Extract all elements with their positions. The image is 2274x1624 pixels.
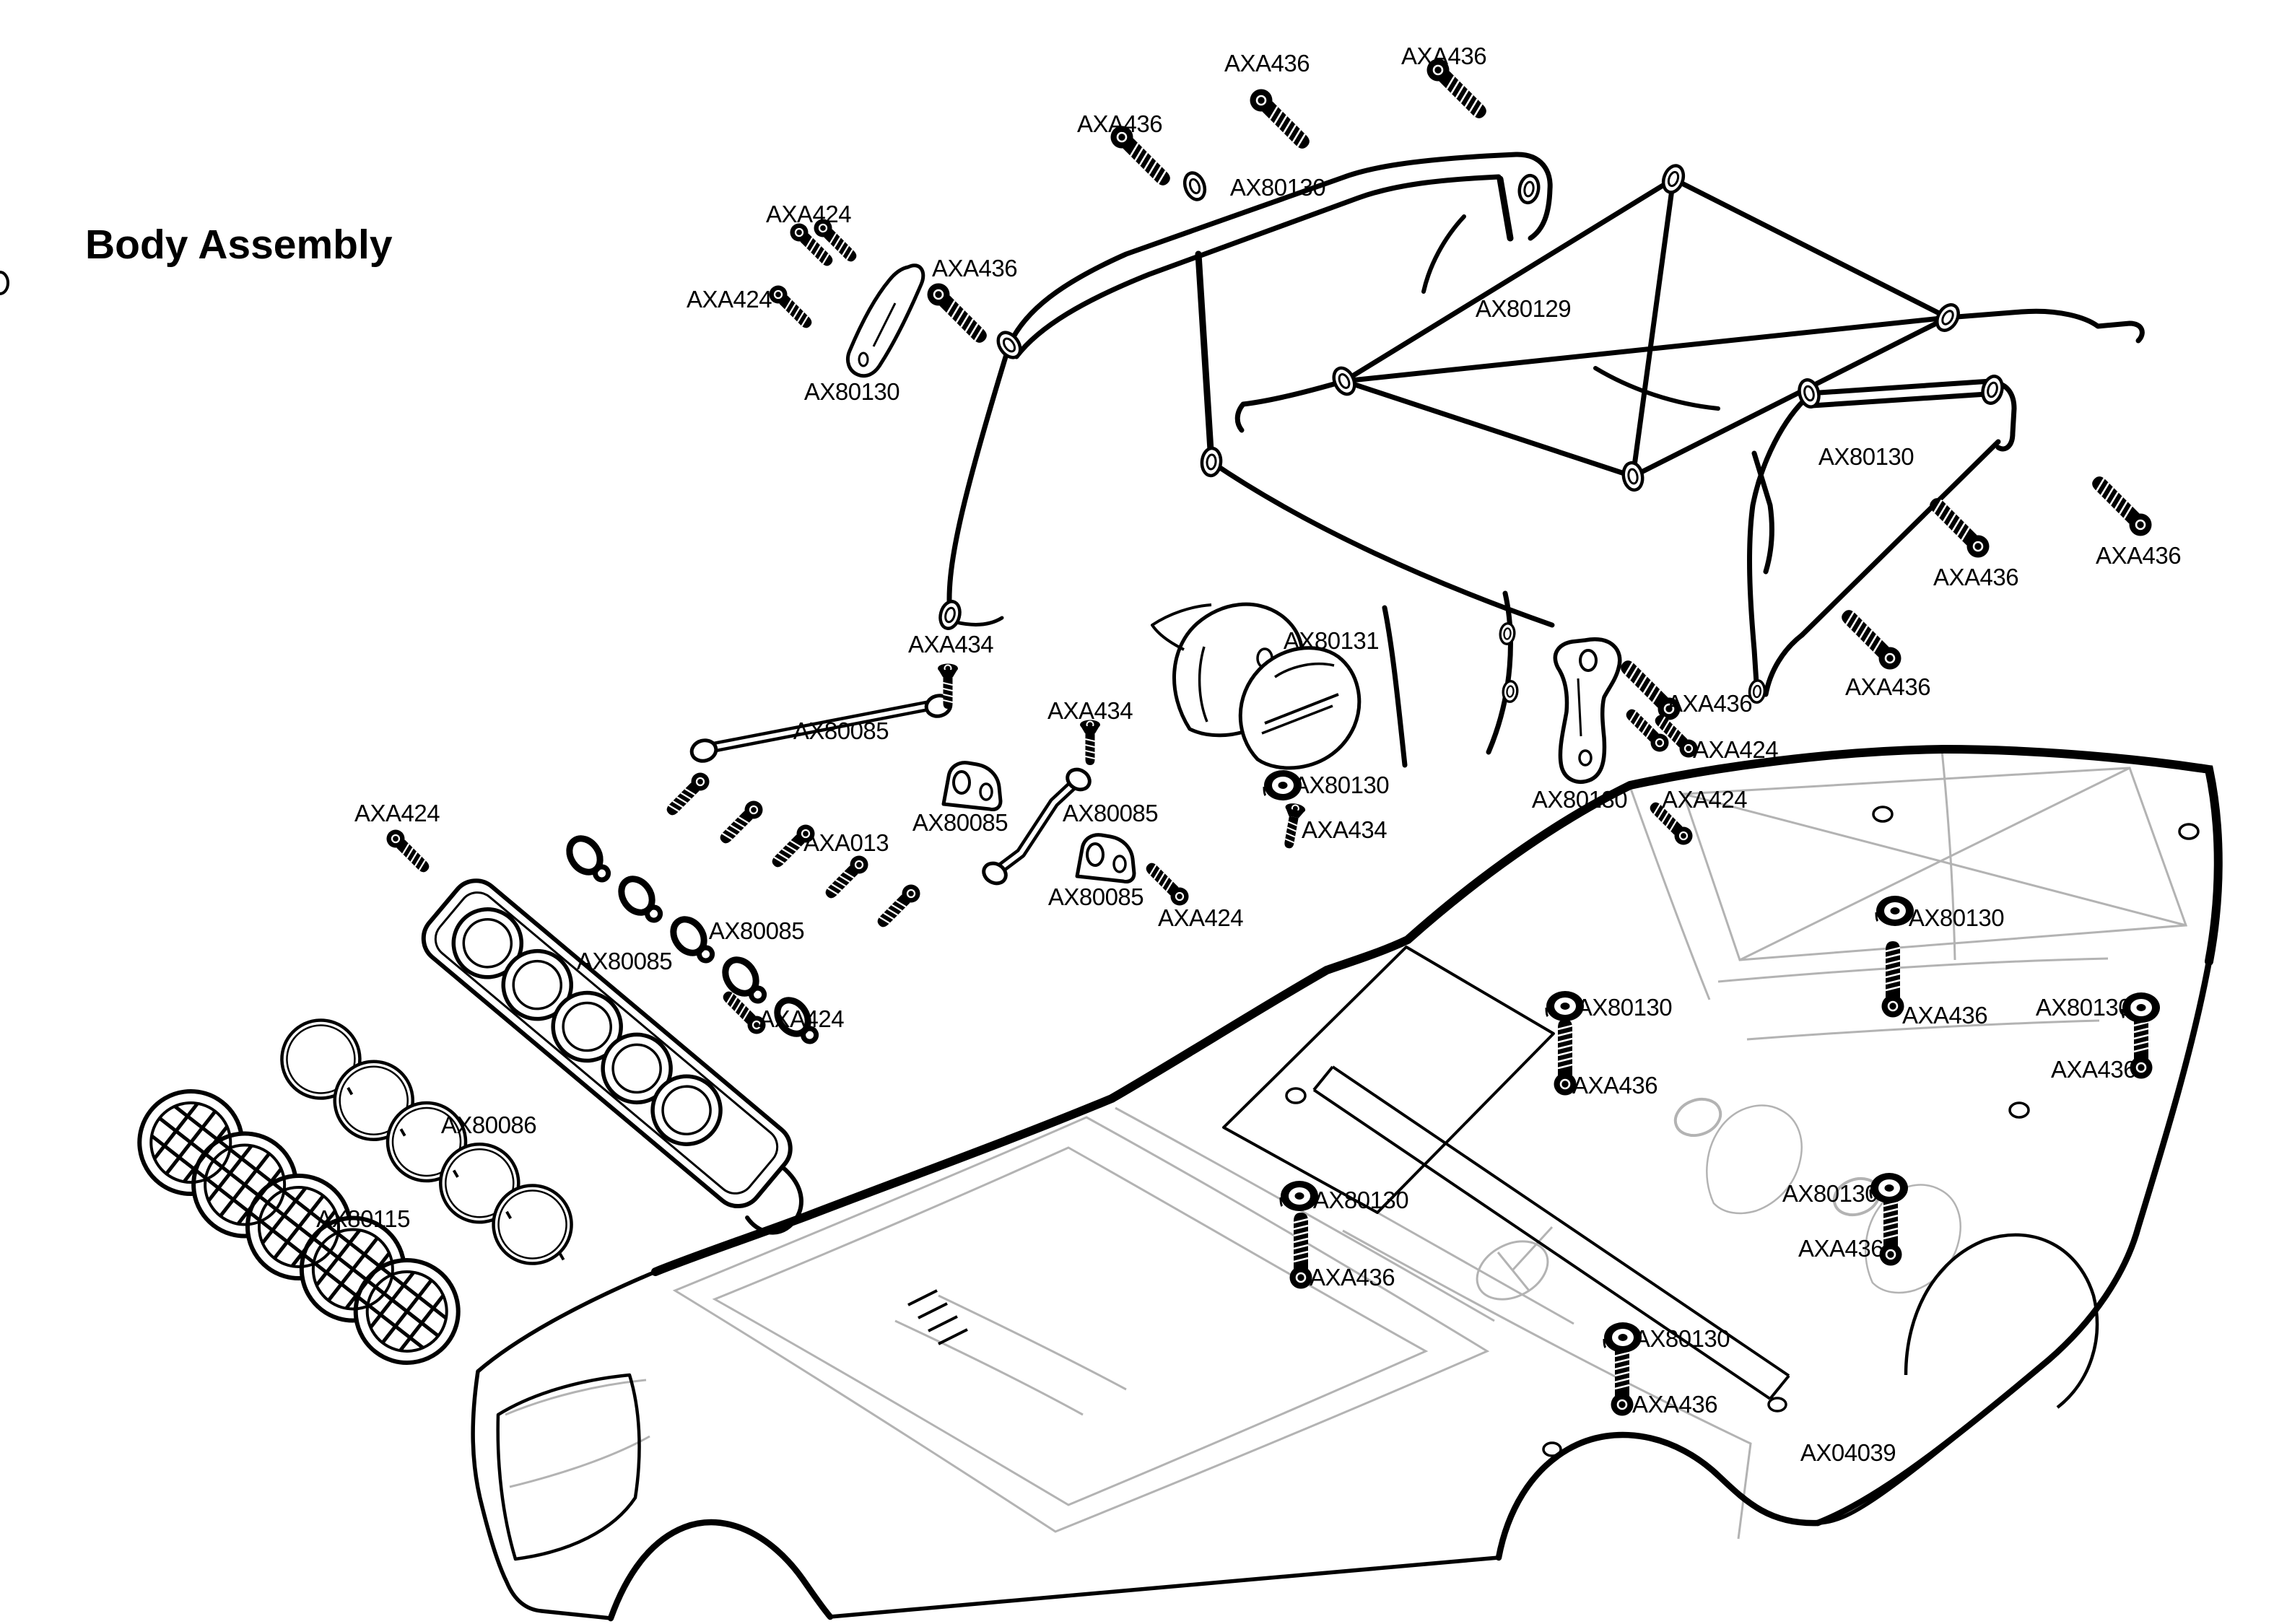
cap-screw-icon xyxy=(661,768,714,821)
cap-screw-icon xyxy=(820,851,873,904)
helmet-shell-front xyxy=(1238,646,1362,770)
flat-head-screw-icon xyxy=(1079,719,1101,766)
button-head-screw-long-icon xyxy=(1244,83,1316,155)
light-bar-assembly xyxy=(421,878,803,1235)
button-head-screw-long-icon xyxy=(921,277,993,349)
button-head-screw-long-icon xyxy=(1421,53,1493,125)
lens-retainer-clip-icon xyxy=(769,990,824,1055)
body-post-washer-icon xyxy=(1603,1321,1643,1354)
button-head-screw-long-icon xyxy=(1923,492,1995,564)
body-post-washer-icon xyxy=(1875,894,1915,927)
cap-screw-icon xyxy=(382,825,435,878)
mirror-bracket-2 xyxy=(1077,835,1134,882)
body-post-washer-icon xyxy=(1869,1171,1909,1205)
button-head-screw-long-icon xyxy=(1614,654,1686,726)
button-head-screw-long-icon xyxy=(1881,940,1905,1018)
body-post-washer-icon xyxy=(1263,769,1303,802)
body-post-washer-icon xyxy=(1279,1179,1320,1213)
rear-body-mount-bracket xyxy=(1553,637,1622,784)
mirror-bracket-1 xyxy=(944,763,1001,810)
straight-link xyxy=(689,694,953,763)
lens-retainer-clip-icon xyxy=(717,950,772,1015)
rear-roll-cage-joints xyxy=(1330,163,1963,704)
light-lenses xyxy=(280,1018,573,1265)
light-pods xyxy=(137,1089,461,1365)
body-post-washer-icon xyxy=(1545,990,1585,1023)
cap-screw-icon xyxy=(1644,797,1697,850)
bent-link xyxy=(982,767,1092,886)
button-head-screw-long-icon xyxy=(1553,1018,1577,1096)
button-head-screw-long-icon xyxy=(1289,1211,1313,1290)
button-head-screw-long-icon xyxy=(1835,603,1907,676)
lens-retainer-clip-icon xyxy=(665,909,720,974)
rear-roll-cage xyxy=(1234,176,2145,768)
lens-retainer-clip-icon xyxy=(613,869,668,934)
windshield-mount-arm xyxy=(0,263,925,378)
cap-screw-icon xyxy=(715,796,767,849)
button-head-screw-long-icon xyxy=(2086,470,2158,542)
lens-retainer-clip-icon xyxy=(561,829,617,894)
flat-head-screw-icon xyxy=(1277,801,1307,851)
cap-screw-icon xyxy=(767,820,819,873)
cap-screw-icon xyxy=(1141,857,1193,910)
front-roll-cage xyxy=(946,152,1555,628)
body-top-edge xyxy=(651,744,2223,1276)
body-shell xyxy=(471,744,2223,1622)
side-cage-panel xyxy=(1747,378,2017,697)
body-post-washer-icon xyxy=(2121,991,2161,1024)
cap-screw-icon xyxy=(872,880,925,933)
cap-screw-icon xyxy=(764,281,817,333)
button-head-screw-long-icon xyxy=(1105,120,1177,192)
